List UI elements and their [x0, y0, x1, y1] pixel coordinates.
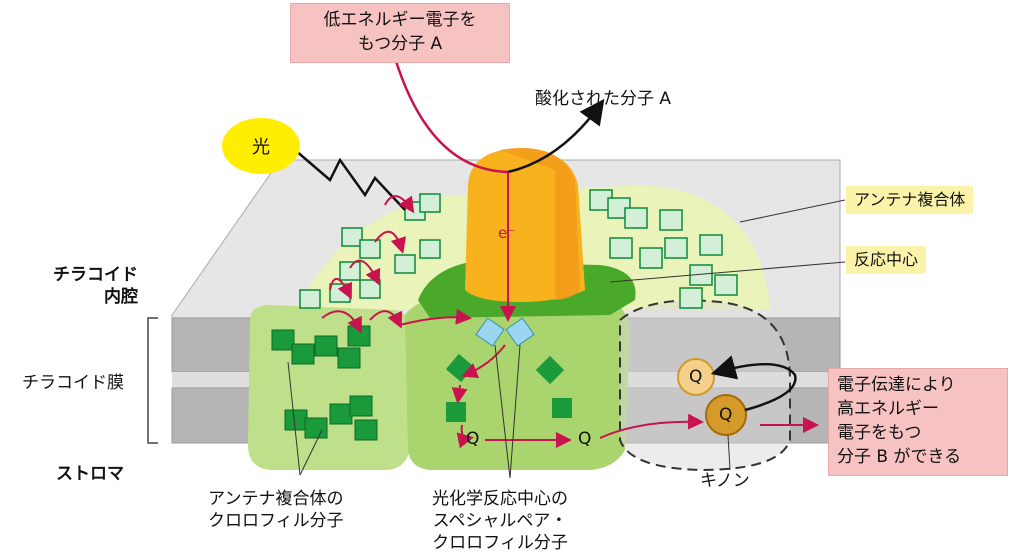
transfer-arrows	[321, 195, 819, 449]
special-pair-chlorophyll	[475, 317, 535, 347]
oxidized-label: 酸化された分子 A	[535, 89, 672, 109]
quinone-label: キノン	[700, 471, 750, 491]
special-pair-label: 光化学反応中心の スペシャルペア・ クロロフィル分子	[432, 489, 568, 553]
rc-chlorophyll	[445, 353, 572, 422]
antenna-complex-label: アンテナ複合体	[846, 186, 974, 214]
stroma-label: ストロマ	[56, 464, 124, 484]
reaction-center-label: 反応中心	[846, 246, 927, 274]
high-energy-molecule-box: 電子伝達により 高エネルギー 電子をもつ 分子 B ができる	[828, 368, 1008, 476]
q-label-3: Q	[466, 429, 480, 449]
light-sun: 光	[222, 118, 300, 174]
q-label-4: Q	[578, 429, 592, 449]
quinone-q2	[705, 394, 747, 436]
electron-label: e⁻	[498, 224, 516, 242]
antenna-chlorophyll-dark	[271, 325, 378, 441]
q-label-2: Q	[719, 405, 733, 425]
electron-in-arrow	[393, 57, 509, 174]
light-label: 光	[252, 137, 270, 158]
pointer-lines	[287, 199, 846, 479]
oxidized-arrow	[507, 98, 605, 174]
membrane-bracket	[147, 317, 158, 444]
low-energy-molecule-box: 低エネルギー電子を もつ分子 A	[290, 3, 510, 63]
light-zigzag	[294, 149, 406, 211]
lumen-label: チラコイド 内腔	[53, 265, 138, 307]
q-label-1: Q	[689, 367, 703, 387]
q-cycle-arrow	[710, 355, 797, 412]
antenna-chlorophyll-label: アンテナ複合体の クロロフィル分子	[208, 489, 344, 531]
membrane-label: チラコイド膜	[22, 373, 124, 393]
